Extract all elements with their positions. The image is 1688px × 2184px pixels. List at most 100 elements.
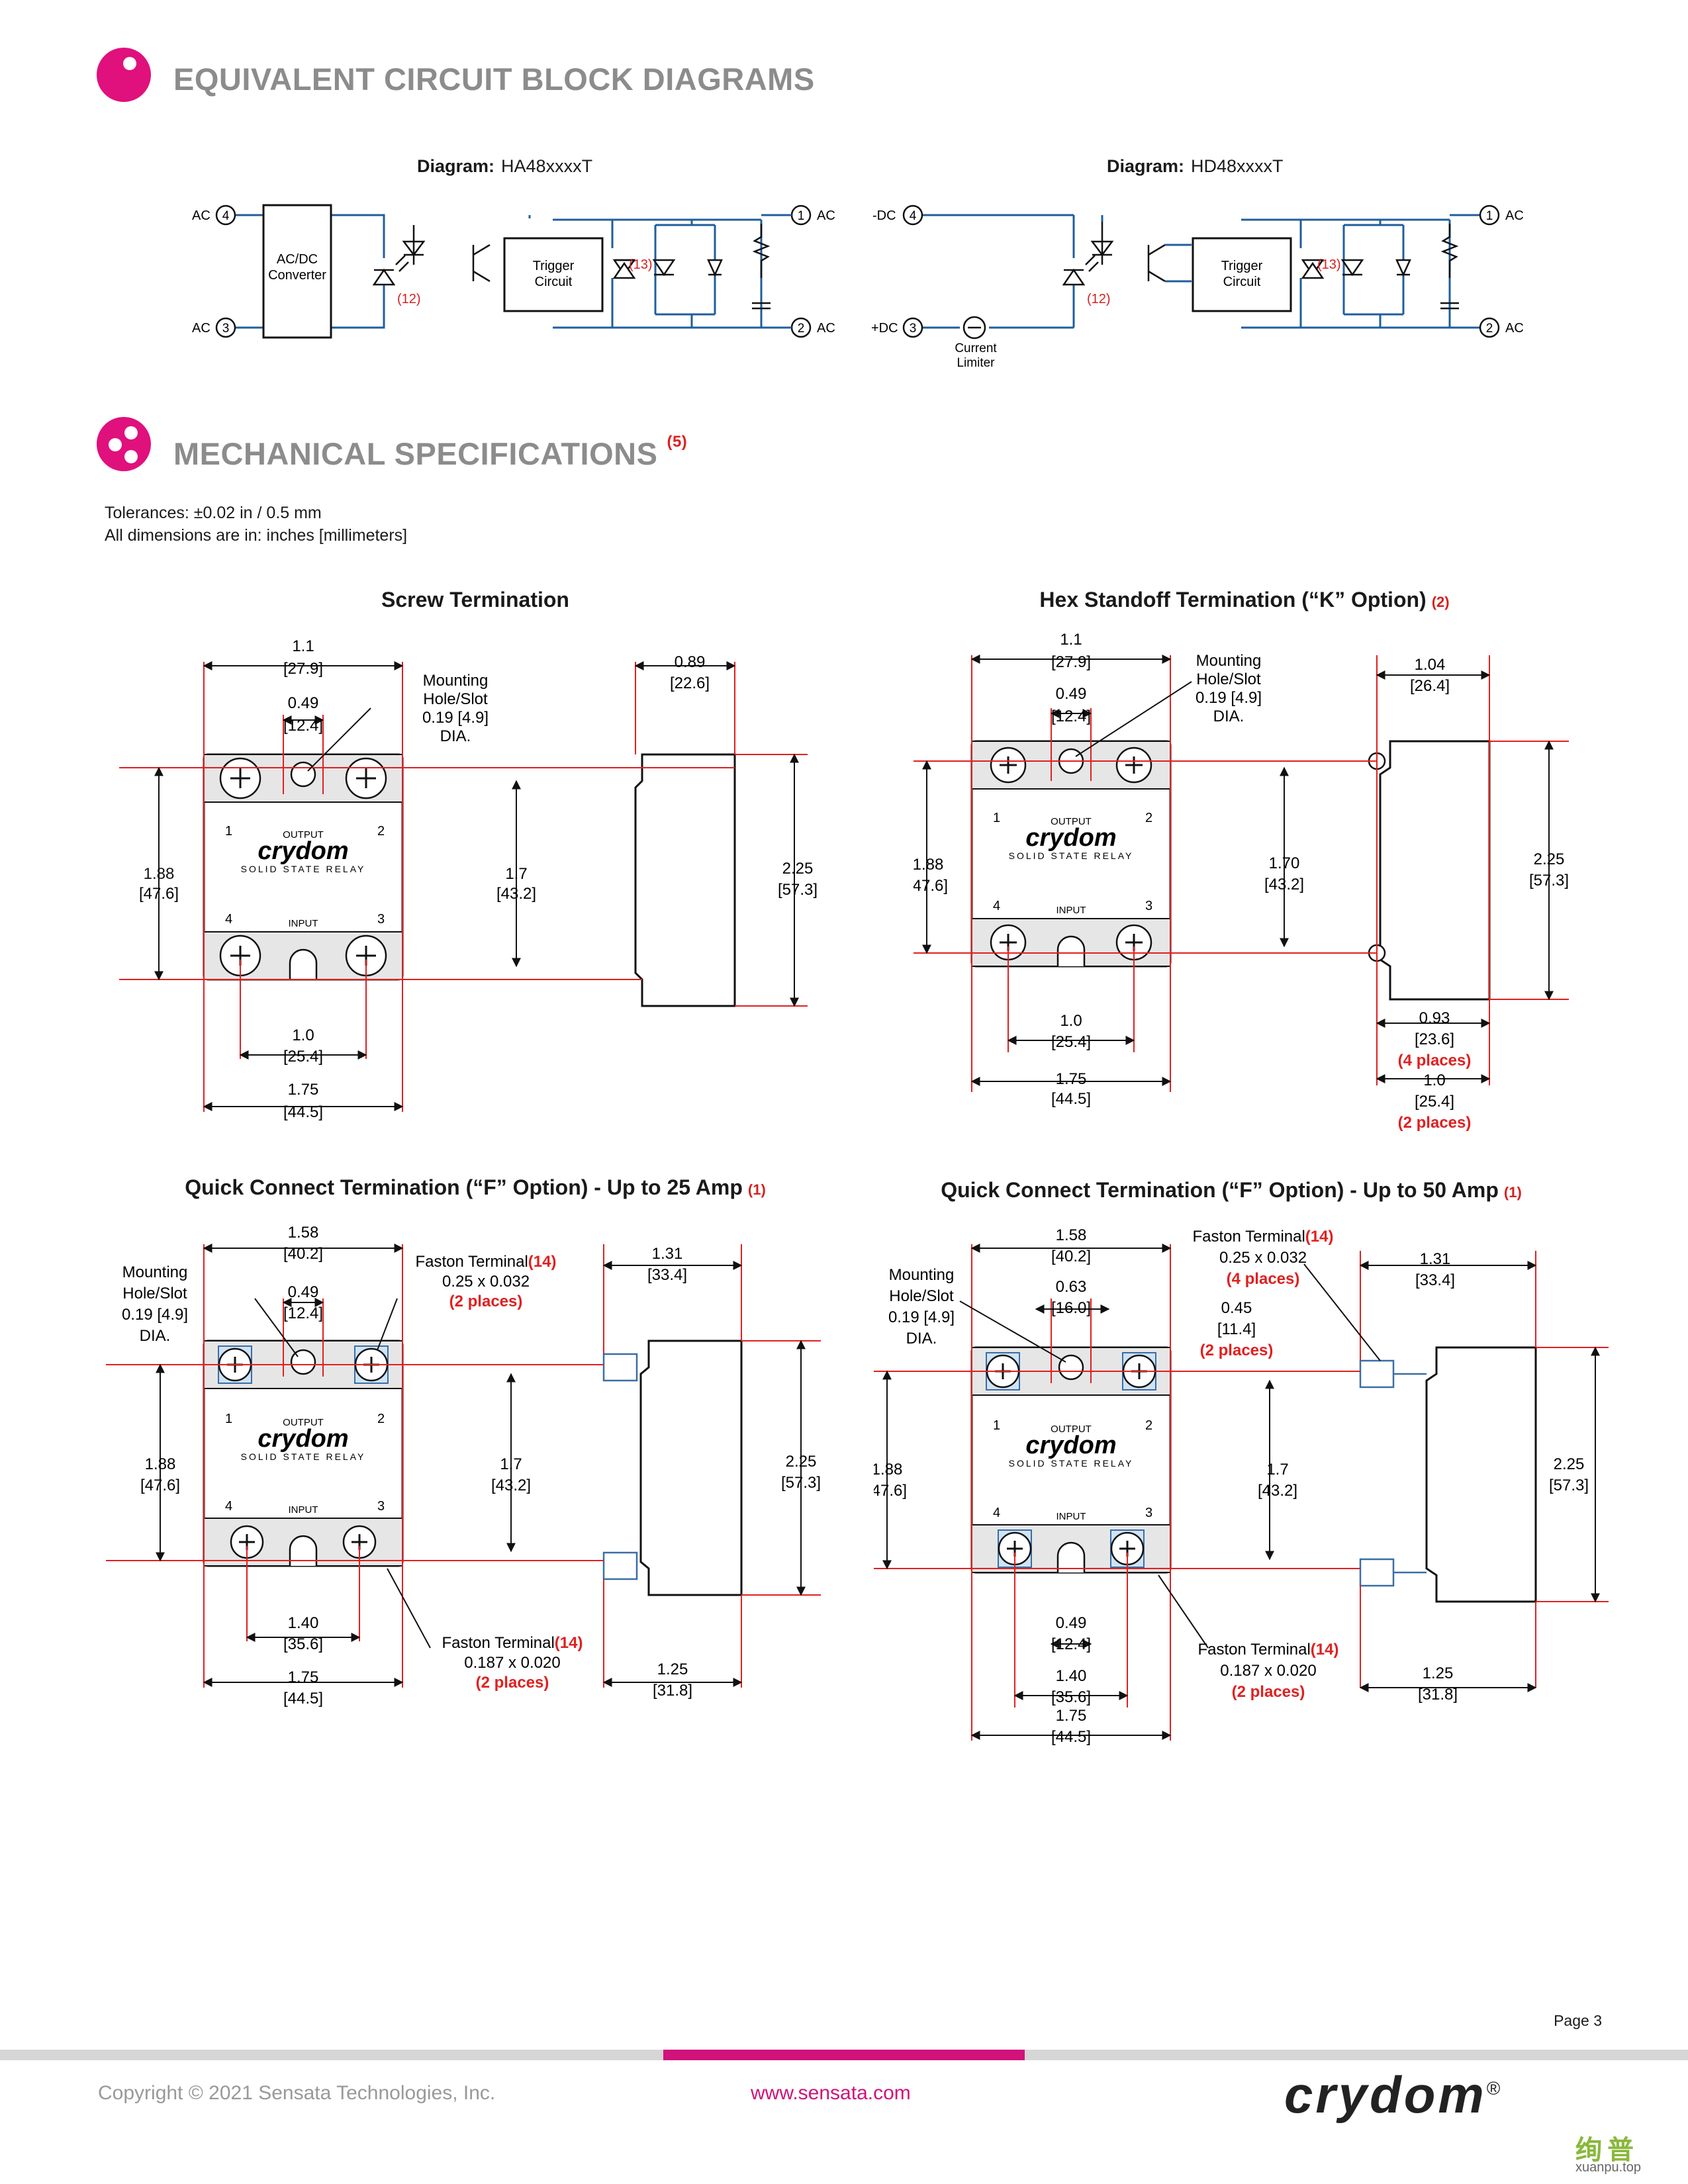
svg-text:1.88: 1.88	[145, 1455, 176, 1473]
svg-text:1.75: 1.75	[1056, 1707, 1087, 1725]
svg-text:1.25: 1.25	[1423, 1664, 1454, 1682]
circuit-diagrams: AC/DC Converter 4 AC 3 AC (12) Trigger C…	[192, 204, 1524, 370]
svg-text:Hole/Slot: Hole/Slot	[1196, 670, 1261, 688]
website-link[interactable]: www.sensata.com	[751, 2082, 911, 2104]
svg-text:(2 places): (2 places)	[1200, 1342, 1274, 1359]
svg-text:SOLID STATE RELAY: SOLID STATE RELAY	[1009, 1458, 1134, 1469]
svg-text:[40.2]: [40.2]	[283, 1245, 323, 1263]
svg-text:1.7: 1.7	[500, 1455, 522, 1473]
converter-box	[262, 204, 332, 339]
svg-text:2: 2	[377, 1412, 385, 1426]
svg-text:crydom: crydom	[1025, 1432, 1116, 1459]
svg-text:[47.6]: [47.6]	[874, 1482, 907, 1500]
svg-text:4: 4	[225, 1499, 232, 1514]
svg-text:1.7: 1.7	[505, 865, 527, 883]
svg-text:[35.6]: [35.6]	[283, 1635, 323, 1653]
svg-text:0.45: 0.45	[1221, 1299, 1252, 1317]
svg-text:[44.5]: [44.5]	[1051, 1090, 1091, 1108]
svg-text:Faston Terminal(14): Faston Terminal(14)	[442, 1634, 583, 1652]
svg-text:Mounting: Mounting	[889, 1266, 955, 1284]
svg-text:[40.2]: [40.2]	[1051, 1248, 1091, 1265]
svg-text:INPUT: INPUT	[289, 918, 318, 929]
svg-text:OUTPUT: OUTPUT	[1051, 1424, 1092, 1435]
svg-text:[27.9]: [27.9]	[283, 660, 323, 678]
svg-text:[43.2]: [43.2]	[1258, 1482, 1297, 1500]
drawing-qc25: 1 2 4 3 OUTPUT INPUT crydom SOLID STATE …	[106, 1224, 821, 1707]
svg-text:1.0: 1.0	[1423, 1071, 1445, 1089]
svg-text:[22.6]: [22.6]	[670, 674, 710, 692]
svg-text:(13): (13)	[1317, 257, 1341, 272]
svg-text:[27.9]: [27.9]	[1051, 653, 1091, 671]
title-hex: Hex Standoff Termination (“K” Option)(2)	[1039, 588, 1450, 612]
svg-text:Faston Terminal(14): Faston Terminal(14)	[1198, 1641, 1339, 1659]
svg-text:[57.3]: [57.3]	[781, 1474, 821, 1492]
svg-text:0.187 x 0.020: 0.187 x 0.020	[1220, 1662, 1316, 1680]
svg-text:4: 4	[993, 1506, 1000, 1520]
svg-text:Mounting: Mounting	[1196, 652, 1262, 670]
svg-text:2.25: 2.25	[1534, 850, 1565, 868]
svg-text:[44.5]: [44.5]	[1051, 1728, 1091, 1746]
svg-text:[47.6]: [47.6]	[139, 885, 179, 903]
tolerance-note: Tolerances: ±0.02 in / 0.5 mm All dimens…	[105, 504, 408, 545]
svg-text:1.40: 1.40	[288, 1614, 319, 1632]
svg-text:SOLID STATE RELAY: SOLID STATE RELAY	[241, 864, 366, 874]
svg-text:0.49: 0.49	[1056, 1614, 1087, 1632]
svg-text:SOLID STATE RELAY: SOLID STATE RELAY	[241, 1451, 366, 1462]
svg-text:[12.4]: [12.4]	[283, 1304, 323, 1322]
svg-text:AC: AC	[192, 321, 211, 336]
svg-text:(2 places): (2 places)	[476, 1674, 549, 1692]
svg-text:0.25 x 0.032: 0.25 x 0.032	[1219, 1249, 1307, 1267]
svg-text:[35.6]: [35.6]	[1051, 1688, 1091, 1706]
svg-text:2: 2	[798, 322, 805, 336]
svg-text:(13): (13)	[629, 257, 653, 272]
svg-text:[25.4]: [25.4]	[283, 1048, 323, 1066]
svg-text:[44.5]: [44.5]	[283, 1690, 323, 1707]
svg-text:Mounting: Mounting	[423, 672, 489, 690]
svg-text:[44.5]: [44.5]	[283, 1103, 323, 1121]
watermark-logo: 绚普	[1575, 2136, 1639, 2165]
svg-text:Hole/Slot: Hole/Slot	[889, 1287, 954, 1305]
svg-text:4: 4	[993, 899, 1000, 913]
svg-text:3: 3	[222, 322, 230, 336]
svg-text:2.25: 2.25	[782, 860, 814, 878]
svg-text:(12): (12)	[1087, 292, 1111, 306]
svg-text:1: 1	[225, 1412, 232, 1426]
svg-text:OUTPUT: OUTPUT	[283, 1417, 324, 1428]
svg-text:Faston Terminal(14): Faston Terminal(14)	[416, 1253, 557, 1271]
svg-text:1.75: 1.75	[1056, 1070, 1087, 1088]
svg-text:1.75: 1.75	[288, 1668, 319, 1686]
svg-text:Hole/Slot: Hole/Slot	[122, 1285, 187, 1302]
svg-text:[33.4]: [33.4]	[1415, 1271, 1455, 1289]
svg-text:Circuit: Circuit	[535, 275, 573, 289]
svg-text:3: 3	[377, 912, 385, 927]
svg-text:[47.6]: [47.6]	[140, 1477, 180, 1494]
svg-text:1.25: 1.25	[657, 1661, 688, 1678]
svg-text:1.31: 1.31	[652, 1245, 683, 1263]
svg-text:(2 places): (2 places)	[449, 1293, 523, 1310]
watermark-url: xuanpu.top	[1575, 2160, 1641, 2175]
svg-text:[12.4]: [12.4]	[1051, 707, 1091, 725]
svg-text:[57.3]: [57.3]	[778, 881, 818, 899]
svg-text:crydom: crydom	[258, 837, 348, 865]
svg-text:[57.3]: [57.3]	[1549, 1477, 1589, 1494]
svg-text:Faston Terminal(14): Faston Terminal(14)	[1193, 1228, 1334, 1246]
svg-text:1: 1	[993, 1418, 1000, 1433]
svg-text:0.49: 0.49	[1056, 685, 1087, 703]
svg-text:1.1: 1.1	[292, 637, 314, 655]
svg-text:1.0: 1.0	[292, 1026, 314, 1044]
svg-text:1.0: 1.0	[1060, 1012, 1082, 1030]
svg-text:[12.4]: [12.4]	[283, 717, 323, 735]
svg-text:AC: AC	[817, 208, 835, 223]
diagram-b-caption: Diagram:HD48xxxxT	[1107, 156, 1284, 176]
svg-text:2: 2	[1486, 322, 1493, 336]
svg-text:[16.0]: [16.0]	[1051, 1299, 1091, 1317]
svg-text:AC: AC	[1505, 321, 1524, 336]
trigger-box-a	[503, 237, 604, 312]
svg-text:AC: AC	[192, 208, 211, 223]
svg-text:Hole/Slot: Hole/Slot	[423, 690, 488, 708]
crydom-logo: crydom®	[1284, 2066, 1503, 2124]
svg-text:1: 1	[1486, 209, 1493, 223]
svg-text:[11.4]: [11.4]	[1217, 1320, 1256, 1338]
svg-text:Converter: Converter	[268, 268, 326, 283]
svg-text:[23.6]: [23.6]	[1415, 1030, 1454, 1048]
